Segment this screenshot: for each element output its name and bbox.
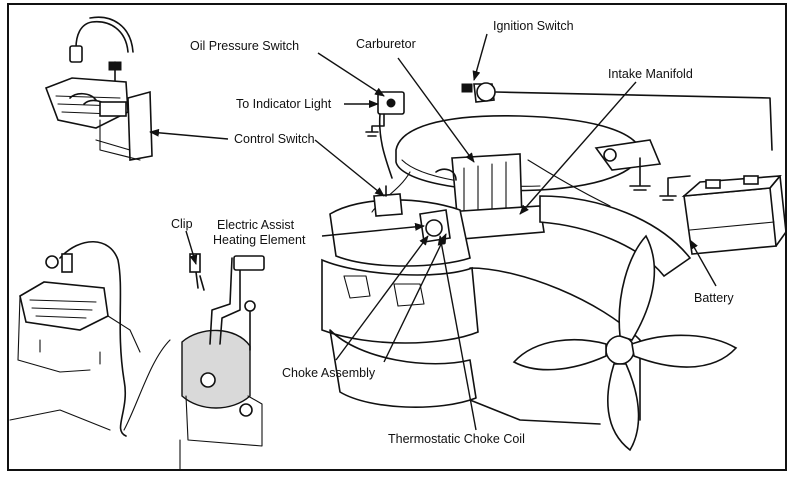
engine-assembly — [321, 115, 692, 425]
label-control-switch: Control Switch — [234, 132, 315, 146]
label-oil-pressure-switch: Oil Pressure Switch — [190, 39, 299, 53]
label-choke-assembly: Choke Assembly — [282, 366, 376, 380]
label-battery: Battery — [694, 291, 734, 305]
fan — [512, 234, 738, 452]
leader-lines — [149, 33, 717, 431]
control-switch-inset — [44, 16, 153, 161]
label-ignition-switch: Ignition Switch — [493, 19, 574, 33]
label-clip: Clip — [171, 217, 193, 231]
label-electric-assist-line2: Heating Element — [213, 233, 306, 247]
ignition-switch — [461, 82, 773, 151]
label-intake-manifold: Intake Manifold — [608, 67, 693, 81]
label-carburetor: Carburetor — [356, 37, 416, 51]
choke-inset — [9, 240, 265, 471]
label-electric-assist-line1: Electric Assist — [217, 218, 295, 232]
battery — [659, 175, 787, 255]
label-thermostatic-choke-coil: Thermostatic Choke Coil — [388, 432, 525, 446]
label-to-indicator-light: To Indicator Light — [236, 97, 332, 111]
diagram-border — [7, 3, 787, 471]
